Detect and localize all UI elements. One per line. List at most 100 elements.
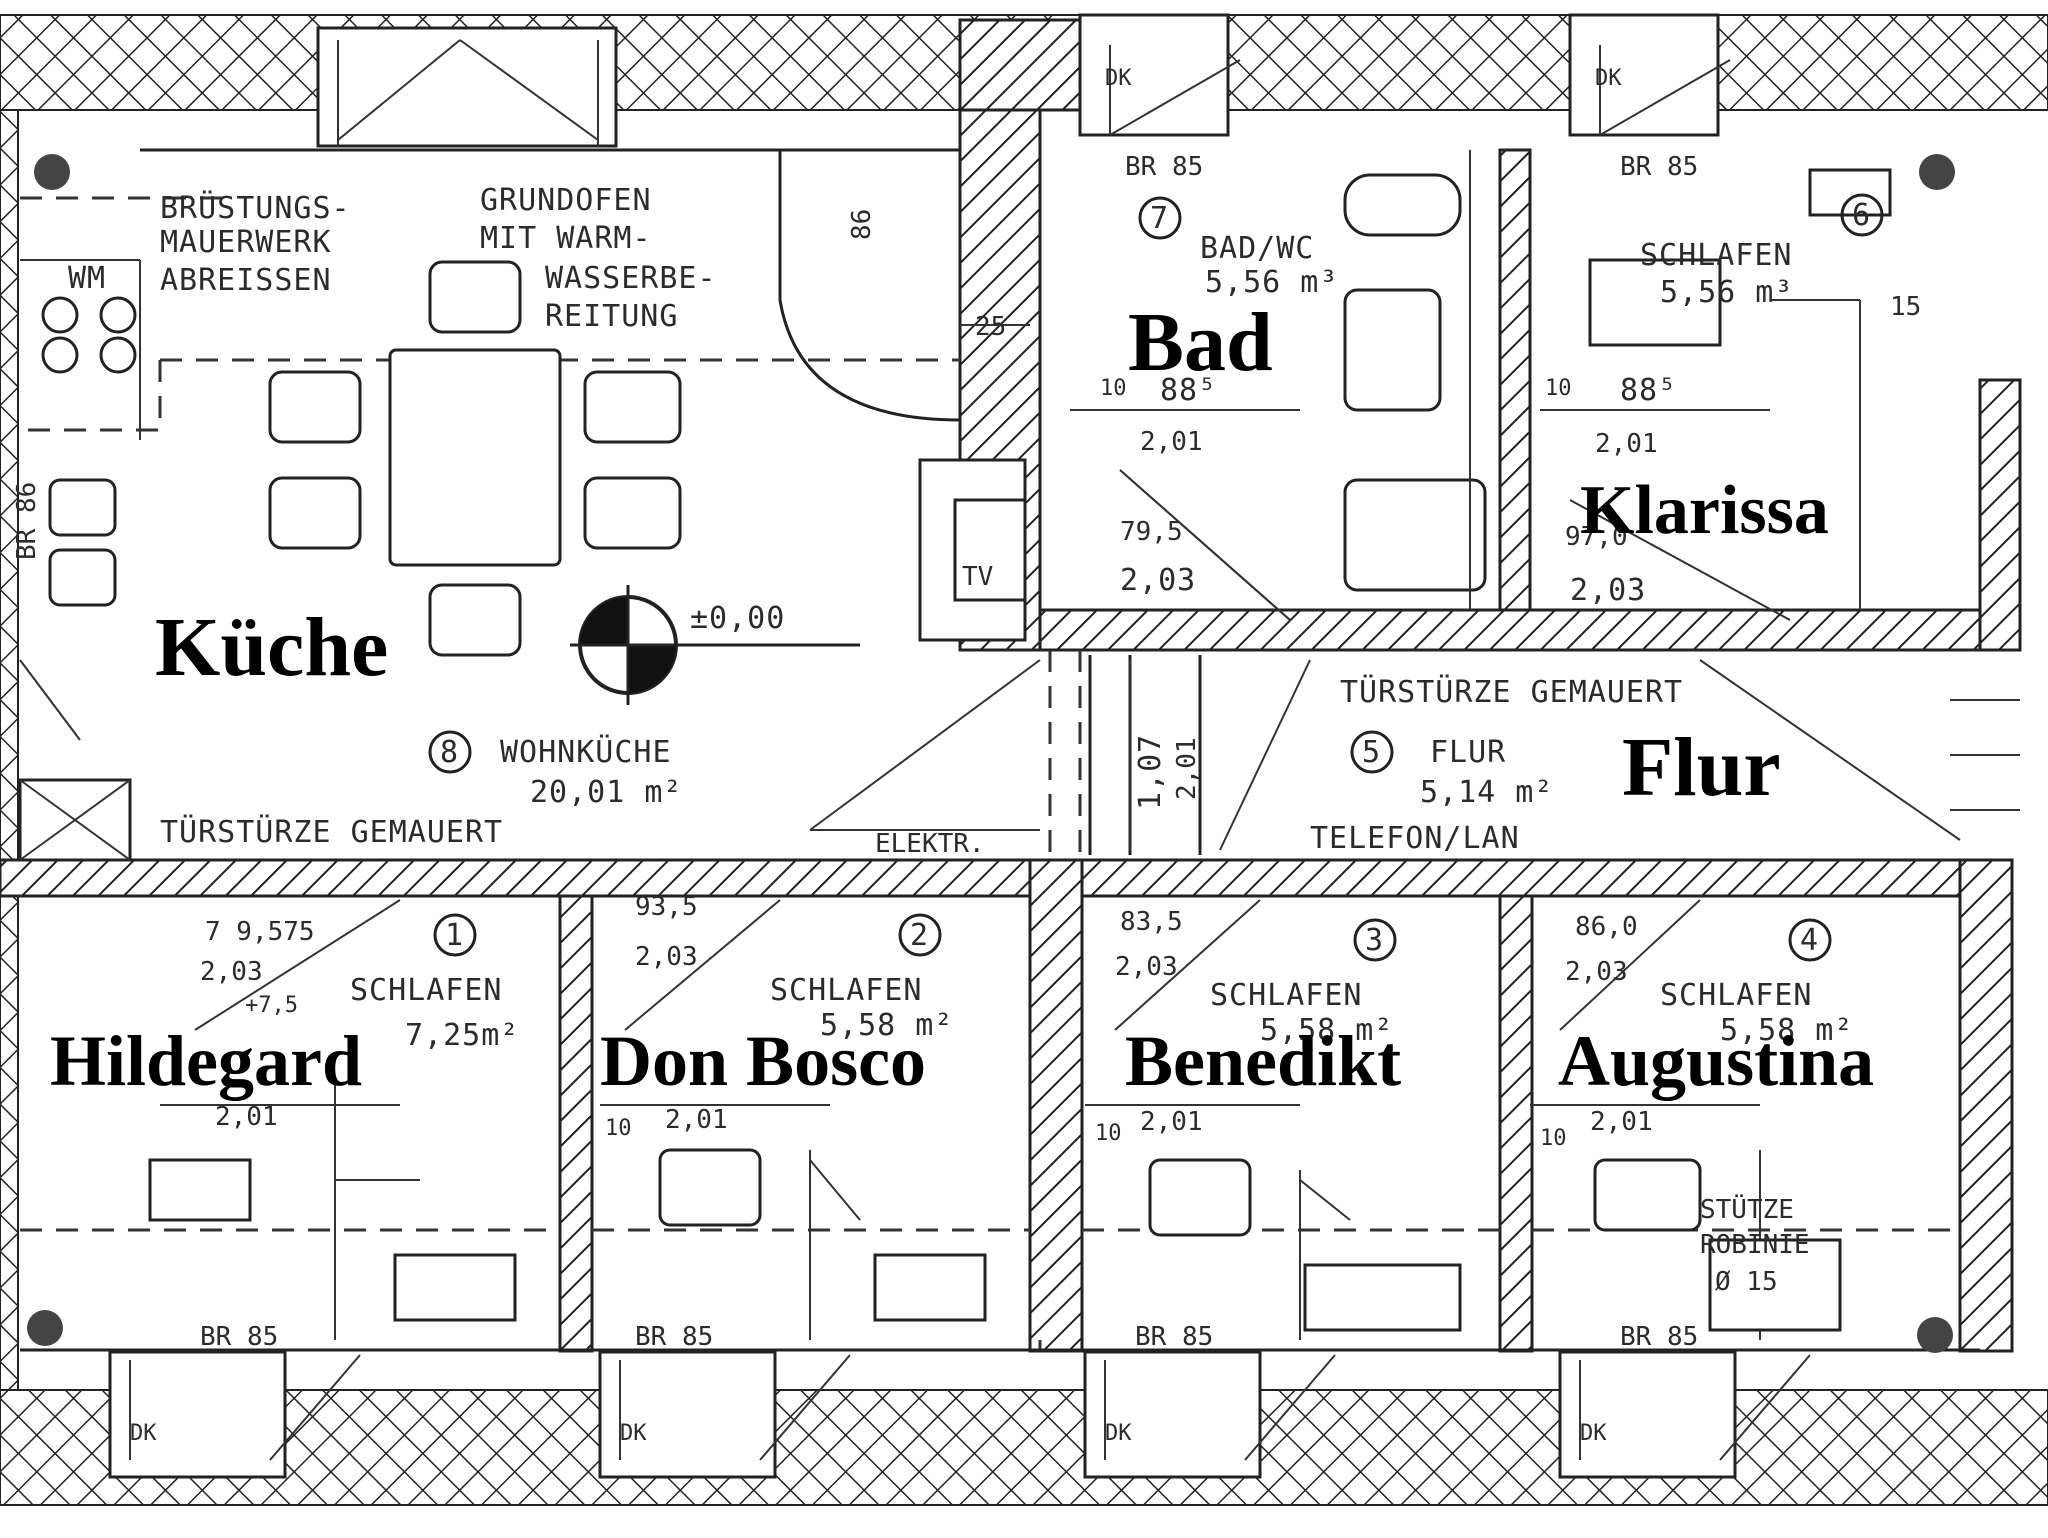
kitchen-furniture xyxy=(18,259,1027,862)
room-number-5: 5 xyxy=(1362,735,1381,770)
dim-201-r4: 2,01 xyxy=(1590,1107,1653,1137)
room-name-schlafen-3: SCHLAFEN xyxy=(1210,978,1363,1013)
note-stuetze-2: ROBINIE xyxy=(1700,1230,1810,1260)
room-name-badwc: BAD/WC xyxy=(1200,231,1314,266)
dim-86: 86 xyxy=(847,209,877,240)
dim-203-kl: 2,03 xyxy=(1570,573,1646,608)
dimension-labels: BR 85 BR 85 BR 86 BR 85 BR 85 BR 85 BR 8… xyxy=(12,66,1921,1446)
annotations: BRÜSTUNGS- MAUERWERK ABREISSEN GRUNDOFEN… xyxy=(68,183,1810,1297)
columns xyxy=(27,154,1955,1353)
dim-203-r2: 2,03 xyxy=(635,942,698,972)
room-number-3: 3 xyxy=(1365,923,1384,958)
dim-201-kl: 2,01 xyxy=(1595,429,1658,459)
right-wall-marks xyxy=(1950,699,2020,811)
room-area-wohnkueche: 20,01 m² xyxy=(530,775,683,810)
dim-dk6: DK xyxy=(1580,1421,1607,1446)
dim-dk2: DK xyxy=(1595,66,1622,91)
dim-br85-b2: BR 85 xyxy=(635,1322,713,1352)
bedroom-furniture xyxy=(148,1148,1842,1332)
room-area-schlafen-1: 7,25m² xyxy=(405,1018,519,1053)
room-number-6: 6 xyxy=(1852,198,1871,233)
dim-dk4: DK xyxy=(620,1421,647,1446)
room-label-bad: Bad xyxy=(1128,296,1273,389)
dim-br85-b4: BR 85 xyxy=(1620,1322,1698,1352)
dim-10-kl: 10 xyxy=(1545,376,1572,401)
dim-dk3: DK xyxy=(130,1421,157,1446)
room-label-augustina: Augustina xyxy=(1558,1021,1874,1101)
note-bruestung-2: MAUERWERK xyxy=(160,225,332,260)
note-grundofen-4: REITUNG xyxy=(545,299,678,334)
note-tuerstuerze-left: TÜRSTÜRZE GEMAUERT xyxy=(160,814,503,850)
room-area-schlafen-2: 5,58 m² xyxy=(820,1008,953,1043)
dim-dk1: DK xyxy=(1105,66,1132,91)
note-stuetze-1: STÜTZE xyxy=(1700,1193,1794,1225)
room-area-badwc: 5,56 m³ xyxy=(1205,265,1338,300)
room-number-2: 2 xyxy=(910,918,929,953)
dim-935: 93,5 xyxy=(635,892,698,922)
dim-860: 86,0 xyxy=(1575,912,1638,942)
room-name-schlafen-4: SCHLAFEN xyxy=(1660,978,1813,1013)
dim-201-r2: 2,01 xyxy=(665,1105,728,1135)
dim-835: 83,5 xyxy=(1120,907,1183,937)
room-name-wohnkueche: WOHNKÜCHE xyxy=(500,734,672,770)
note-telefon: TELEFON/LAN xyxy=(1310,821,1520,856)
room-area-flur: 5,14 m² xyxy=(1420,775,1553,810)
dim-107: 1,07 xyxy=(1133,734,1168,810)
room-descriptors: 8 WOHNKÜCHE 20,01 m² 7 BAD/WC 5,56 m³ 6 … xyxy=(350,193,1884,1053)
dim-br85-b3: BR 85 xyxy=(1135,1322,1213,1352)
room-number-7: 7 xyxy=(1150,201,1169,236)
note-bruestung-1: BRÜSTUNGS- xyxy=(160,190,351,226)
dim-885-bad: 88⁵ xyxy=(1160,373,1217,408)
dim-885-kl: 88⁵ xyxy=(1620,373,1677,408)
note-stuetze-3: Ø 15 xyxy=(1715,1267,1778,1297)
note-grundofen-2: MIT WARM- xyxy=(480,221,652,256)
note-tuerstuerze-right: TÜRSTÜRZE GEMAUERT xyxy=(1340,674,1683,710)
note-tv: TV xyxy=(962,562,993,592)
dim-970: 97,0 xyxy=(1565,522,1628,552)
room-name-flur: FLUR xyxy=(1430,735,1506,770)
dim-br85-klarissa: BR 85 xyxy=(1620,152,1698,182)
room-label-kueche: Küche xyxy=(155,601,388,694)
dim-201-r3: 2,01 xyxy=(1140,1107,1203,1137)
room-number-1: 1 xyxy=(445,918,464,953)
room-label-benedikt: Benedikt xyxy=(1125,1021,1401,1101)
room-label-klarissa: Klarissa xyxy=(1580,472,1829,549)
dim-795: 79,5 xyxy=(1120,517,1183,547)
klarissa-furniture xyxy=(1588,168,1892,610)
room-area-schlafen-3: 5,58 m² xyxy=(1260,1013,1393,1048)
dim-br85-b1: BR 85 xyxy=(200,1322,278,1352)
note-elektr: ELEKTR. xyxy=(875,829,985,859)
room-area-schlafen-4: 5,58 m² xyxy=(1720,1013,1853,1048)
room-name-schlafen-2: SCHLAFEN xyxy=(770,973,923,1008)
dim-br85-bad: BR 85 xyxy=(1125,152,1203,182)
room-label-hildegard: Hildegard xyxy=(50,1021,362,1101)
dim-10-r4: 10 xyxy=(1540,1126,1567,1151)
dim-br86-left: BR 86 xyxy=(12,482,42,560)
dim-10-bad: 10 xyxy=(1100,376,1127,401)
dim-201-r1: 2,01 xyxy=(215,1102,278,1132)
dim-203-r4: 2,03 xyxy=(1565,957,1628,987)
note-wm: WM xyxy=(68,261,106,296)
dim-dk5: DK xyxy=(1105,1421,1132,1446)
note-bruestung-3: ABREISSEN xyxy=(160,263,332,298)
level-marker-icon xyxy=(570,585,860,705)
note-grundofen-3: WASSERBE- xyxy=(545,261,717,296)
dim-75: +7,5 xyxy=(245,993,298,1018)
dim-10-r2: 10 xyxy=(605,1116,632,1141)
top-windows xyxy=(316,13,1731,148)
dim-25: 25 xyxy=(975,312,1006,342)
interior-walls xyxy=(0,18,2022,1353)
bath-fixtures xyxy=(1119,150,1487,621)
dim-203-r1: 2,03 xyxy=(200,957,263,987)
dim-15: 15 xyxy=(1890,292,1921,322)
room-label-flur: Flur xyxy=(1622,721,1781,814)
dim-203-bad: 2,03 xyxy=(1120,563,1196,598)
dim-9575: 7 9,575 xyxy=(205,917,315,947)
dimension-lines xyxy=(160,324,1770,1106)
room-area-schlafen-6: 5,56 m³ xyxy=(1660,275,1793,310)
dim-201-flur: 2,01 xyxy=(1172,737,1202,800)
dim-10-r3: 10 xyxy=(1095,1121,1122,1146)
dim-203-r3: 2,03 xyxy=(1115,952,1178,982)
bottom-windows xyxy=(108,1350,1811,1479)
